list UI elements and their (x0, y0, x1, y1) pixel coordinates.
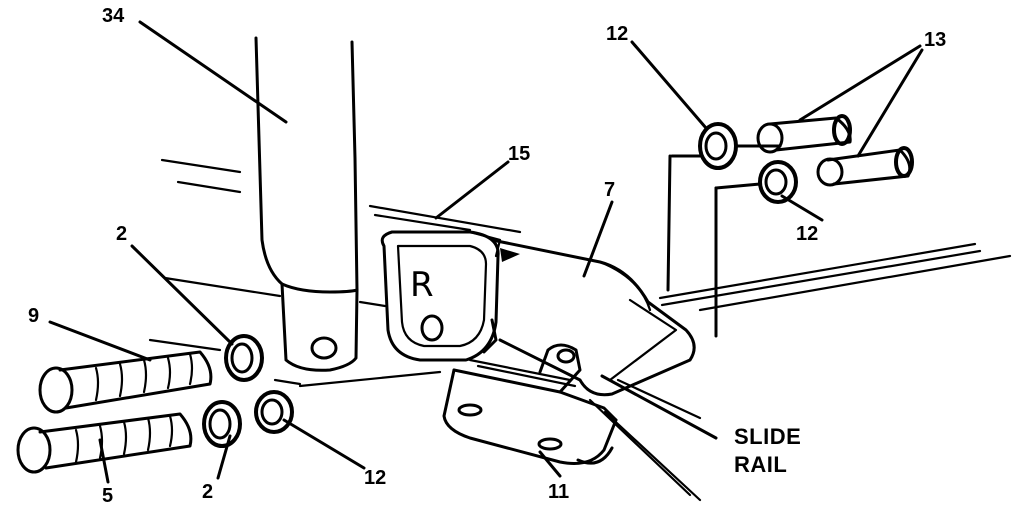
leader-2-bottom (216, 434, 232, 480)
pin-9 (38, 350, 213, 414)
leader-slide-rail (600, 374, 718, 440)
leader-12-top (630, 40, 708, 130)
callout-2-bottom: 2 (202, 481, 213, 503)
pin-13-lower (816, 146, 914, 187)
callout-2-left: 2 (116, 223, 127, 245)
callout-13: 13 (924, 29, 946, 51)
bracket-15: R (380, 230, 520, 362)
washer-2-left (224, 334, 264, 382)
leader-13-a (798, 44, 922, 122)
top-right-assembly (666, 144, 782, 338)
bracket-11 (442, 343, 618, 465)
frame-lines (148, 158, 522, 388)
callout-12-bottom: 12 (364, 467, 386, 489)
leader-5 (98, 438, 110, 484)
leader-lines (48, 20, 924, 484)
callout-11: 11 (548, 481, 569, 503)
washer-12-bottom (254, 390, 294, 434)
leader-7 (582, 200, 614, 278)
pin-5 (16, 412, 193, 474)
leader-13-b (856, 48, 924, 158)
bracket-letter: R (410, 265, 434, 305)
washer-2-bottom (202, 400, 242, 448)
callout-12-top: 12 (606, 23, 628, 45)
leader-2-left (130, 244, 234, 346)
slide-rail (588, 242, 1012, 502)
callout-slide: SLIDE (734, 424, 801, 449)
washer-12-top (698, 122, 738, 170)
pins-13 (756, 114, 914, 187)
washers (202, 122, 798, 448)
callout-labels: 34 12 13 15 7 12 2 9 5 2 12 11 SLIDE RAI… (28, 5, 946, 507)
callout-34: 34 (102, 5, 125, 27)
leader-34 (138, 20, 288, 124)
tube-34 (254, 36, 359, 372)
leader-12-right (780, 194, 824, 222)
callout-15: 15 (508, 143, 530, 165)
callout-7: 7 (604, 179, 615, 201)
washer-12-right (758, 160, 798, 204)
leader-12-bottom (282, 418, 366, 470)
pin-13-upper (756, 114, 852, 154)
leader-11 (538, 450, 562, 478)
leader-15 (434, 160, 510, 220)
plate-7 (490, 238, 696, 397)
callout-5: 5 (102, 485, 113, 507)
callout-12-right: 12 (796, 223, 818, 245)
callout-rail: RAIL (734, 452, 787, 477)
callout-9: 9 (28, 305, 39, 327)
leader-9 (48, 320, 152, 362)
